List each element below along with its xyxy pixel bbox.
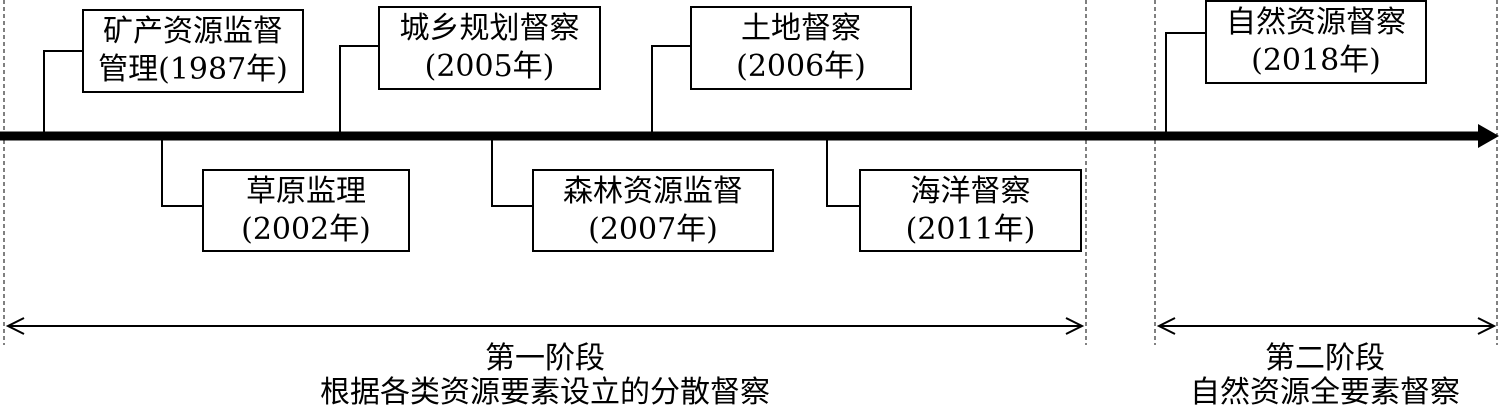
event-2006-line1: 土地督察 [741, 11, 861, 46]
stage2-arrow-left [1156, 317, 1176, 335]
event-box-2018: 自然资源督察 (2018年) [1205, 0, 1427, 84]
stage2-arrow-right [1477, 317, 1497, 335]
event-box-1987: 矿产资源监督 管理(1987年) [82, 9, 304, 93]
connector-2007 [491, 136, 532, 207]
event-1987-line2: 管理(1987年) [98, 52, 288, 87]
event-2006-line2: (2006年) [736, 49, 866, 84]
event-box-2011: 海洋督察 (2011年) [859, 169, 1082, 252]
stage1-arrow-left [5, 317, 25, 335]
event-2002-line1: 草原监理 [246, 173, 366, 209]
timeline-arrowhead [1478, 124, 1499, 148]
stage2-title: 第二阶段 [1265, 341, 1385, 376]
event-1987-line1: 矿产资源监督 [103, 14, 283, 49]
stage1-title: 第一阶段 [485, 341, 605, 376]
event-box-2006: 土地督察 (2006年) [690, 6, 912, 90]
connector-2002 [161, 136, 202, 207]
connector-2011 [826, 136, 859, 207]
event-2005-line2: (2005年) [424, 49, 555, 84]
event-box-2005: 城乡规划督察 (2005年) [378, 6, 601, 90]
event-2018-line2: (2018年) [1251, 43, 1381, 78]
connector-2018 [1165, 32, 1205, 136]
stage2-subtitle: 自然资源全要素督察 [1190, 375, 1460, 410]
connector-1987 [43, 50, 82, 136]
stage1-arrow-right [1065, 317, 1085, 335]
connector-2005 [339, 45, 378, 136]
event-2011-line1: 海洋督察 [910, 173, 1031, 209]
event-2011-line2: (2011年) [905, 211, 1036, 247]
event-2002-line2: (2002年) [241, 211, 371, 247]
event-2018-line1: 自然资源督察 [1226, 5, 1406, 40]
event-box-2002: 草原监理 (2002年) [202, 169, 410, 252]
event-box-2007: 森林资源监督 (2007年) [532, 169, 774, 252]
event-2007-line2: (2007年) [588, 211, 718, 247]
event-2005-line1: 城乡规划督察 [399, 11, 580, 46]
stage1-subtitle: 根据各类资源要素设立的分散督察 [320, 375, 770, 410]
event-2007-line1: 森林资源监督 [563, 173, 743, 209]
connector-2006 [651, 45, 690, 136]
